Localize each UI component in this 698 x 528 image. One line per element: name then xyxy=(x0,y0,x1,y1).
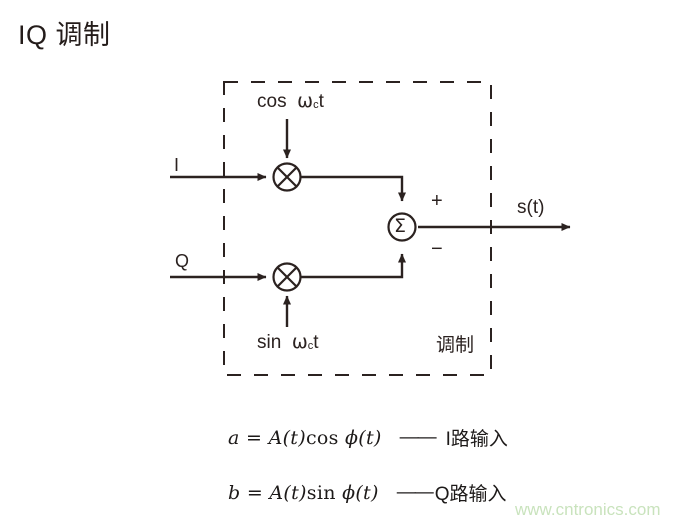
modulation-block-label: 调制 xyxy=(436,335,475,356)
summation-glyph: Σ xyxy=(394,215,407,237)
output-signal-label: s(t) xyxy=(517,197,545,218)
multiplier-q-symbol xyxy=(272,262,302,292)
cos-carrier-omega: ω xyxy=(297,90,314,112)
equation-i-expression: a = A(t)cos ϕ(t) xyxy=(228,427,382,449)
equation-q-lhs: b xyxy=(228,481,241,504)
equation-i-dash: —— xyxy=(399,426,437,448)
equation-q-phase: ϕ(t) xyxy=(342,481,379,504)
q-input-label: Q xyxy=(175,251,190,271)
equation-q-amplitude: A(t) xyxy=(269,481,307,504)
sin-carrier-subscript: c xyxy=(307,340,314,352)
cos-carrier-label: cos ωct xyxy=(257,90,324,113)
cos-carrier-prefix: cos xyxy=(257,91,287,112)
equation-i-branch: a = A(t)cos ϕ(t) —— I路输入 xyxy=(228,424,508,451)
equation-i-amplitude: A(t) xyxy=(268,426,306,449)
sin-carrier-suffix: t xyxy=(313,332,319,353)
summation-symbol xyxy=(387,212,417,242)
equation-i-phase: ϕ(t) xyxy=(345,426,382,449)
summer-plus-sign: + xyxy=(431,190,443,212)
equation-i-note: I路输入 xyxy=(445,429,508,450)
equation-q-note: Q路输入 xyxy=(434,484,507,505)
cos-carrier-subscript: c xyxy=(313,99,319,111)
equation-q-branch: b = A(t)sin ϕ(t) —— Q路输入 xyxy=(228,479,507,506)
sin-carrier-label: sin ωct xyxy=(257,331,319,354)
equation-q-dash: —— xyxy=(396,481,434,503)
sin-carrier-prefix: sin xyxy=(257,332,282,353)
equation-q-equals: = xyxy=(246,481,264,504)
i-input-label: I xyxy=(174,155,180,175)
i-branch-to-summer xyxy=(301,175,406,202)
equation-q-trig: sin xyxy=(306,481,336,504)
equation-q-expression: b = A(t)sin ϕ(t) xyxy=(228,482,379,504)
modulator-dashed-boundary xyxy=(223,81,492,376)
cos-carrier-suffix: t xyxy=(318,91,324,112)
equation-i-lhs: a xyxy=(228,426,240,449)
summer-minus-sign: − xyxy=(431,238,443,260)
page-title: IQ 调制 xyxy=(18,20,111,50)
site-watermark: www.cntronics.com xyxy=(515,500,661,519)
equation-i-trig: cos xyxy=(305,426,339,449)
sin-carrier-omega: ω xyxy=(291,331,308,353)
multiplier-i-symbol xyxy=(272,162,302,192)
q-branch-to-summer xyxy=(301,253,406,279)
equation-i-equals: = xyxy=(245,426,263,449)
